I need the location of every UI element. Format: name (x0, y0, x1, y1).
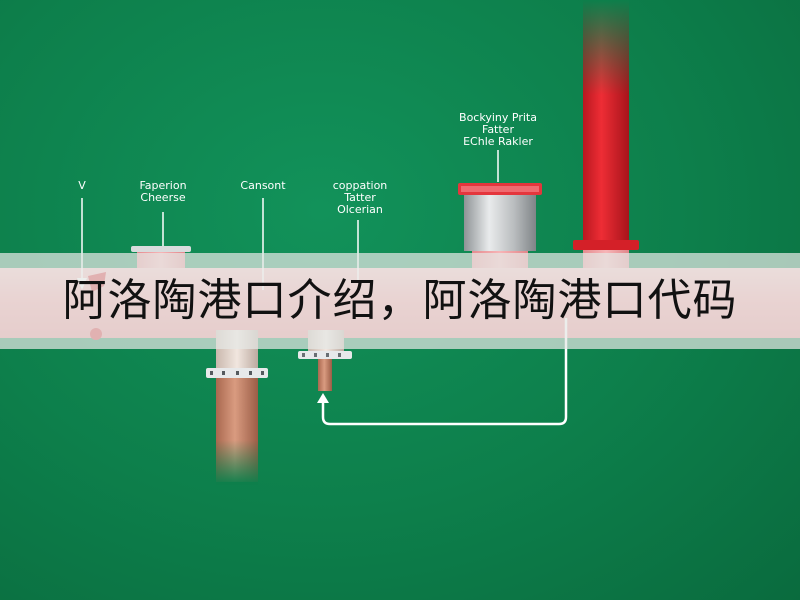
label-bockyiny-line1: Bockyiny Prita (459, 111, 537, 124)
label-faperion-line1: Faperion (139, 179, 187, 192)
label-bockyiny-line3: EChle Rakler (463, 135, 533, 148)
arrow-up-icon (317, 393, 329, 403)
label-valve: V (78, 179, 86, 192)
label-coppation-line1: coppation (332, 179, 388, 192)
caption-title: 阿洛陶港口介绍，阿洛陶港口代码 (62, 275, 738, 326)
red-riser-pipe (573, 0, 639, 290)
label-faperion: Faperion Cheerse (118, 180, 208, 204)
return-flow-line (321, 318, 568, 426)
caption-band (0, 253, 800, 349)
label-coppation-line2: Tatter (344, 191, 376, 204)
label-faperion-line2: Cheerse (140, 191, 186, 204)
label-coppation: coppation Tatter Olcerian (315, 180, 405, 216)
label-cansont: Cansont (240, 179, 286, 192)
copper-down-pipe (206, 330, 268, 485)
label-coppation-line3: Olcerian (337, 203, 383, 216)
label-bockyiny-line2: Fatter (482, 123, 514, 136)
label-bockyiny: Bockyiny Prita Fatter EChle Rakler (438, 112, 558, 148)
